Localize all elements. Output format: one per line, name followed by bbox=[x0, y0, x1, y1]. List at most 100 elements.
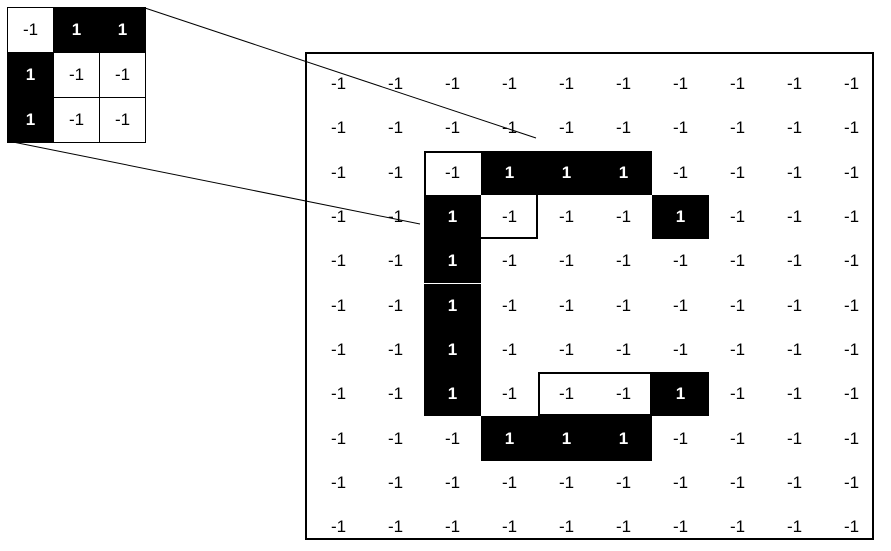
grid-cell: -1 bbox=[501, 207, 518, 227]
grid-cell: -1 bbox=[387, 162, 404, 182]
grid-cell: -1 bbox=[843, 517, 860, 537]
grid-cell: -1 bbox=[330, 428, 347, 448]
grid-cell: -1 bbox=[330, 74, 347, 94]
grid-cell: 1 bbox=[424, 239, 481, 284]
grid-cell: -1 bbox=[786, 472, 803, 492]
grid-cell: -1 bbox=[729, 162, 746, 182]
grid-cell: -1 bbox=[786, 74, 803, 94]
grid-cell: -1 bbox=[444, 517, 461, 537]
grid-cell: 1 bbox=[481, 150, 538, 195]
grid-cell: -1 bbox=[672, 517, 689, 537]
grid-cell: -1 bbox=[615, 74, 632, 94]
grid-cell: -1 bbox=[501, 251, 518, 271]
grid-cell: -1 bbox=[672, 74, 689, 94]
grid-cell: -1 bbox=[387, 517, 404, 537]
grid-cell: -1 bbox=[558, 207, 575, 227]
grid-cell: -1 bbox=[786, 384, 803, 404]
grid-cell: -1 bbox=[501, 384, 518, 404]
grid-cell: 1 bbox=[538, 150, 595, 195]
grid-cell: -1 bbox=[330, 162, 347, 182]
grid-cell: 1 bbox=[481, 416, 538, 461]
kernel-cell: -1 bbox=[53, 52, 100, 98]
grid-cell: -1 bbox=[387, 118, 404, 138]
grid-cell: -1 bbox=[558, 384, 575, 404]
grid-cell: -1 bbox=[501, 339, 518, 359]
grid-cell: -1 bbox=[330, 517, 347, 537]
grid-cell: -1 bbox=[729, 339, 746, 359]
grid-cell: -1 bbox=[330, 118, 347, 138]
grid-cell: -1 bbox=[501, 118, 518, 138]
grid-cell: -1 bbox=[672, 472, 689, 492]
grid-cell: -1 bbox=[786, 162, 803, 182]
kernel-cell: -1 bbox=[99, 52, 146, 98]
grid-cell: -1 bbox=[615, 517, 632, 537]
grid-cell: -1 bbox=[444, 472, 461, 492]
grid-cell: -1 bbox=[387, 207, 404, 227]
kernel-cell: -1 bbox=[53, 97, 100, 143]
grid-cell: -1 bbox=[729, 517, 746, 537]
grid-cell: -1 bbox=[843, 295, 860, 315]
grid-cell: -1 bbox=[729, 384, 746, 404]
grid-cell: -1 bbox=[672, 339, 689, 359]
grid-cell: -1 bbox=[387, 339, 404, 359]
grid-cell: -1 bbox=[843, 118, 860, 138]
grid-cell: -1 bbox=[615, 384, 632, 404]
kernel-cell: 1 bbox=[99, 7, 146, 53]
grid-cell: -1 bbox=[330, 384, 347, 404]
grid-cell: -1 bbox=[558, 118, 575, 138]
grid-cell: 1 bbox=[595, 150, 652, 195]
grid-cell: -1 bbox=[786, 251, 803, 271]
grid-cell: -1 bbox=[558, 74, 575, 94]
grid-cell: 1 bbox=[652, 372, 709, 417]
grid-cell: 1 bbox=[424, 372, 481, 417]
grid-cell: -1 bbox=[330, 295, 347, 315]
grid-cell: -1 bbox=[843, 74, 860, 94]
grid-cell: -1 bbox=[786, 207, 803, 227]
grid-cell: -1 bbox=[786, 118, 803, 138]
grid-cell: -1 bbox=[672, 295, 689, 315]
grid-cell: -1 bbox=[729, 428, 746, 448]
grid-cell: -1 bbox=[843, 472, 860, 492]
grid-cell: -1 bbox=[843, 339, 860, 359]
grid-cell: -1 bbox=[558, 339, 575, 359]
grid-cell: -1 bbox=[786, 428, 803, 448]
grid-cell: -1 bbox=[672, 251, 689, 271]
grid-cell: -1 bbox=[330, 472, 347, 492]
grid-cell: -1 bbox=[615, 251, 632, 271]
grid-cell: 1 bbox=[424, 327, 481, 373]
grid-cell: -1 bbox=[501, 295, 518, 315]
grid-cell: -1 bbox=[501, 74, 518, 94]
grid-cell: -1 bbox=[615, 472, 632, 492]
grid-cell: -1 bbox=[729, 251, 746, 271]
kernel-cell: -1 bbox=[7, 7, 54, 53]
grid-cell: -1 bbox=[387, 251, 404, 271]
grid-cell: -1 bbox=[786, 339, 803, 359]
grid-cell: -1 bbox=[843, 428, 860, 448]
grid-cell: -1 bbox=[387, 384, 404, 404]
grid-cell: -1 bbox=[501, 472, 518, 492]
grid-cell: -1 bbox=[843, 207, 860, 227]
grid-cell: -1 bbox=[330, 251, 347, 271]
grid-cell: -1 bbox=[843, 251, 860, 271]
grid-cell: -1 bbox=[387, 472, 404, 492]
kernel-cell: -1 bbox=[99, 97, 146, 143]
grid-cell: -1 bbox=[558, 517, 575, 537]
grid-cell: -1 bbox=[615, 118, 632, 138]
grid-cell: -1 bbox=[615, 207, 632, 227]
grid-cell: -1 bbox=[444, 428, 461, 448]
grid-cell: -1 bbox=[330, 207, 347, 227]
grid-cell: -1 bbox=[444, 162, 461, 182]
grid-cell: -1 bbox=[729, 295, 746, 315]
grid-cell: -1 bbox=[672, 162, 689, 182]
grid-cell: 1 bbox=[595, 416, 652, 461]
grid-cell: -1 bbox=[729, 118, 746, 138]
grid-cell: 1 bbox=[424, 283, 481, 328]
grid-cell: -1 bbox=[501, 517, 518, 537]
grid-cell: -1 bbox=[729, 207, 746, 227]
kernel-cell: 1 bbox=[7, 97, 54, 143]
kernel-cell: 1 bbox=[7, 52, 54, 98]
grid-cell: -1 bbox=[558, 472, 575, 492]
grid-cell: -1 bbox=[387, 295, 404, 315]
input-grid: -1 -1 -1 -1 -1 -1 -1 -1 -1 -1 -1 -1 -1 -1 -1 -1 -1 -1 -1 -1… bbox=[305, 52, 874, 540]
